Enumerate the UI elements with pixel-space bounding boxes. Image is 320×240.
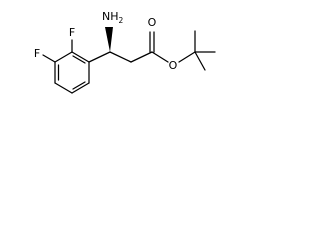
chiral-to-ch2-bond [109,51,132,63]
ester-o-to-tbutyl-bond [178,51,196,63]
ring-double-bond [72,81,86,90]
ring-to-chiral-bond [88,51,111,63]
methyl-bond-lower [194,51,206,71]
fluorine-atom-top: F [69,26,75,39]
tert-butyl-group [194,30,216,71]
fluorine-atom-left: F [34,47,40,60]
ring-bond [71,82,90,94]
amine-label: NH2 [102,10,124,25]
c-f-bond-left [42,54,56,63]
ring-double-bond [72,55,86,64]
carbonyl-to-ester-o-bond [151,51,169,63]
molecule-structure: F F NH2 O O [34,10,216,94]
carbonyl-oxygen: O [148,16,157,29]
ring-bond [54,82,73,94]
ring-bond [54,51,73,63]
ester-oxygen: O [169,59,178,72]
ch2-to-carbonyl-bond [130,51,153,63]
ring-bond [71,51,90,63]
wedge-bond [105,27,113,52]
benzene-ring [54,51,90,94]
